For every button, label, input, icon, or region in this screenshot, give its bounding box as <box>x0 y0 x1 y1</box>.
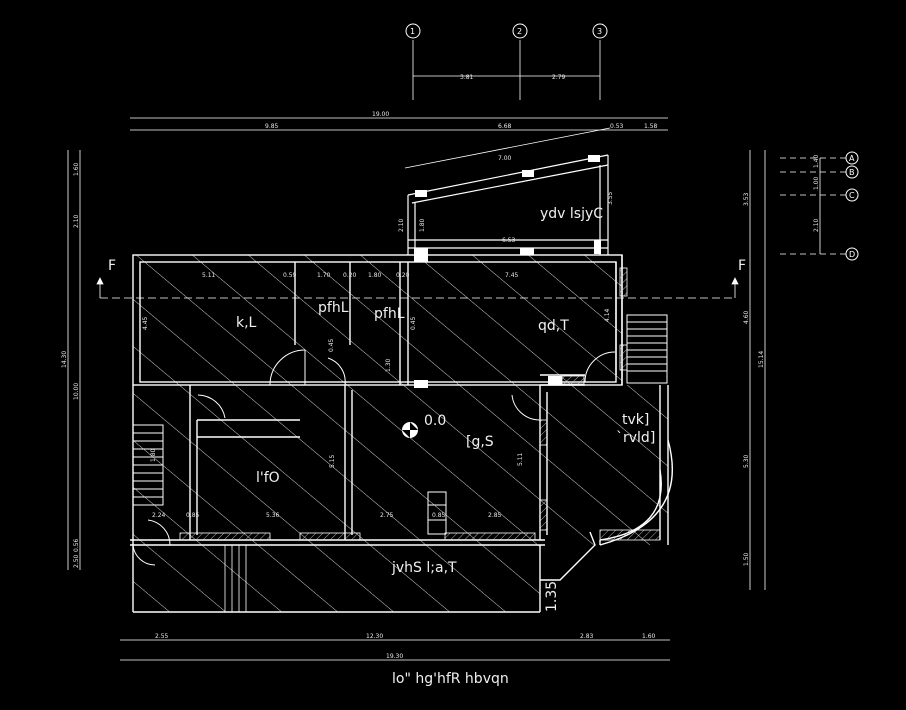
dim-interior-top-2: 0.59 <box>283 272 297 279</box>
dim-left-1: 1.60 <box>73 162 80 176</box>
dim-right-grid-2: 1.00 <box>813 176 820 190</box>
dim-top-grid-1: 3.81 <box>460 74 474 81</box>
dim-interior-bottom-1: 2.24 <box>152 512 166 519</box>
grid-label-2: 2 <box>517 27 522 36</box>
entrance-detail <box>427 491 447 535</box>
dim-interior-top-7: 7.45 <box>505 272 519 279</box>
textured-wall-segments <box>179 267 661 541</box>
upper-slope-structure <box>407 154 609 255</box>
dim-interior-v-6: 5.15 <box>329 454 336 468</box>
drawing-title: lo" hg'hfR hbvqn <box>392 671 509 687</box>
walls <box>130 254 673 613</box>
stair-right <box>626 314 668 384</box>
dim-roof-span: 6.53 <box>502 237 516 244</box>
room-label-ydv: ydv lsjyC <box>540 206 603 222</box>
dim-interior-top-6: 0.20 <box>396 272 410 279</box>
door-swings <box>132 349 616 566</box>
dim-left-2: 2.10 <box>73 214 80 228</box>
dim-left-4: 10.00 <box>73 383 80 400</box>
dim-bottom-4: 1.60 <box>642 633 656 640</box>
dim-interior-v-8: 1.80 <box>150 448 157 462</box>
dim-bottom-3: 2.83 <box>580 633 594 640</box>
dim-right-2: 4.60 <box>743 310 750 324</box>
dim-bottom-1: 2.55 <box>155 633 169 640</box>
dim-interior-top-4: 0.20 <box>343 272 357 279</box>
room-label-tvk: tvk] <box>622 412 649 428</box>
dim-interior-v-2: 0.45 <box>328 338 335 352</box>
grid-label-c: C <box>849 191 855 200</box>
dim-slope-left: 2.10 <box>398 218 405 232</box>
dim-left-6: 2.50 <box>73 554 80 568</box>
dim-top-part-2: 6.68 <box>498 123 512 130</box>
section-label-left: F <box>108 258 116 274</box>
dim-interior-v-7: 5.11 <box>517 452 524 466</box>
room-label-phl-right: pfhL <box>374 306 405 322</box>
room-label-kl: k,L <box>236 315 257 331</box>
dim-interior-bottom-5: 0.85 <box>432 512 446 519</box>
room-label-qdt: qd,T <box>538 318 569 334</box>
dim-right-grid-1: 1.40 <box>813 154 820 168</box>
dim-top-part-4: 1.58 <box>644 123 658 130</box>
grid-label-d: D <box>849 250 855 259</box>
dim-right-4: 5.30 <box>743 454 750 468</box>
grid-label-b: B <box>849 168 855 177</box>
dim-top-part-1: 9.85 <box>265 123 279 130</box>
dim-top-total: 19.00 <box>372 111 389 118</box>
dim-interior-bottom-6: 2.85 <box>488 512 502 519</box>
dim-interior-v-1: 4.45 <box>142 316 149 330</box>
hatched-floor-area <box>133 255 668 612</box>
dim-interior-v-3: 1.30 <box>385 358 392 372</box>
dim-interior-bottom-4: 2.75 <box>380 512 394 519</box>
dim-left-3: 14.30 <box>61 351 68 368</box>
grid-label-a: A <box>849 154 855 163</box>
level-marker <box>402 422 418 438</box>
section-label-right: F <box>738 258 746 274</box>
dim-interior-v-4: 0.45 <box>410 316 417 330</box>
dim-extra: 1.35 <box>544 581 560 612</box>
dim-interior-v-5: 4.14 <box>604 308 611 322</box>
dim-left-5: 0.56 <box>73 538 80 552</box>
dim-right-3: 15.14 <box>758 351 765 368</box>
dimension-lines <box>67 40 850 661</box>
room-label-jvhs: jvhS l;a,T <box>391 560 457 576</box>
dim-interior-bottom-3: 5.36 <box>266 512 280 519</box>
grid-bubbles <box>405 23 859 261</box>
dim-bottom-total: 19.30 <box>386 653 403 660</box>
dim-slope-mid: 1.80 <box>419 218 426 232</box>
room-label-phl-left: pfhL <box>318 300 349 316</box>
stair-left <box>132 424 164 506</box>
dim-interior-top-5: 1.80 <box>368 272 382 279</box>
stepped-base <box>224 545 247 612</box>
dim-slope-right: 3.55 <box>607 191 614 205</box>
room-label-lfo: l'fO <box>256 470 280 486</box>
dim-slope: 7.00 <box>498 155 512 162</box>
columns <box>414 155 601 388</box>
room-label-rvld: `rvld] <box>616 430 655 446</box>
dim-right-5: 1.50 <box>743 552 750 566</box>
dim-right-grid-3: 2.10 <box>813 218 820 232</box>
dim-interior-top-1: 5.11 <box>202 272 216 279</box>
dim-interior-top-3: 1.70 <box>317 272 331 279</box>
dim-bottom-2: 12.30 <box>366 633 383 640</box>
dim-interior-bottom-2: 0.85 <box>186 512 200 519</box>
level-value: 0.0 <box>424 413 446 429</box>
grid-label-1: 1 <box>410 27 415 36</box>
dim-right-1: 3.53 <box>743 192 750 206</box>
section-cut-line <box>96 277 739 299</box>
dim-top-grid-2: 2.79 <box>552 74 566 81</box>
room-label-gs: [g,S <box>466 434 494 450</box>
dim-top-part-3: 0.53 <box>610 123 624 130</box>
grid-label-3: 3 <box>597 27 602 36</box>
